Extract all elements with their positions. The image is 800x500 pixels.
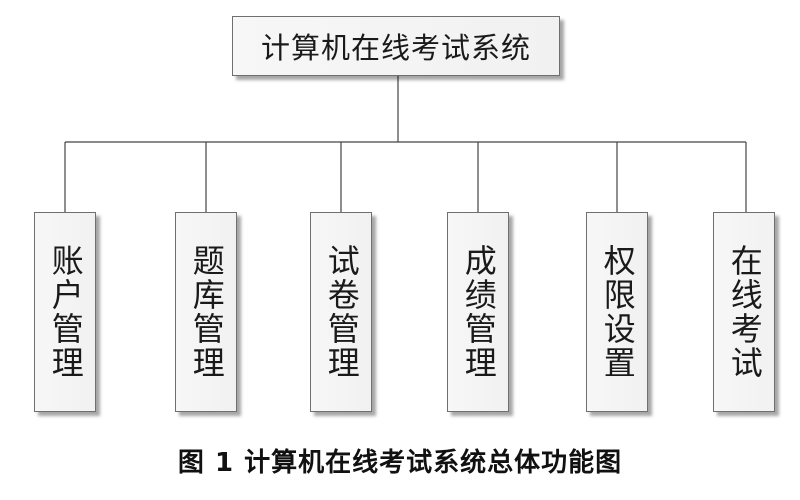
root-node-label: 计算机在线考试系统 [260, 31, 531, 65]
figure-caption: 图 1 计算机在线考试系统总体功能图 [177, 448, 623, 478]
child-node-label: 权限设置 [598, 244, 637, 380]
child-node-label: 试卷管理 [322, 244, 361, 380]
child-node-permission-settings: 权限设置 [586, 212, 648, 412]
child-node-online-exam: 在线考试 [713, 212, 775, 412]
root-node: 计算机在线考试系统 [232, 16, 560, 76]
child-node-paper-management: 试卷管理 [310, 212, 372, 412]
child-node-score-management: 成绩管理 [447, 212, 509, 412]
child-node-account-management: 账户管理 [34, 212, 96, 412]
child-node-label: 题库管理 [187, 244, 226, 380]
child-node-question-bank-management: 题库管理 [175, 212, 237, 412]
child-node-label: 成绩管理 [459, 244, 498, 380]
child-node-label: 在线考试 [725, 244, 764, 380]
child-node-label: 账户管理 [46, 244, 85, 380]
